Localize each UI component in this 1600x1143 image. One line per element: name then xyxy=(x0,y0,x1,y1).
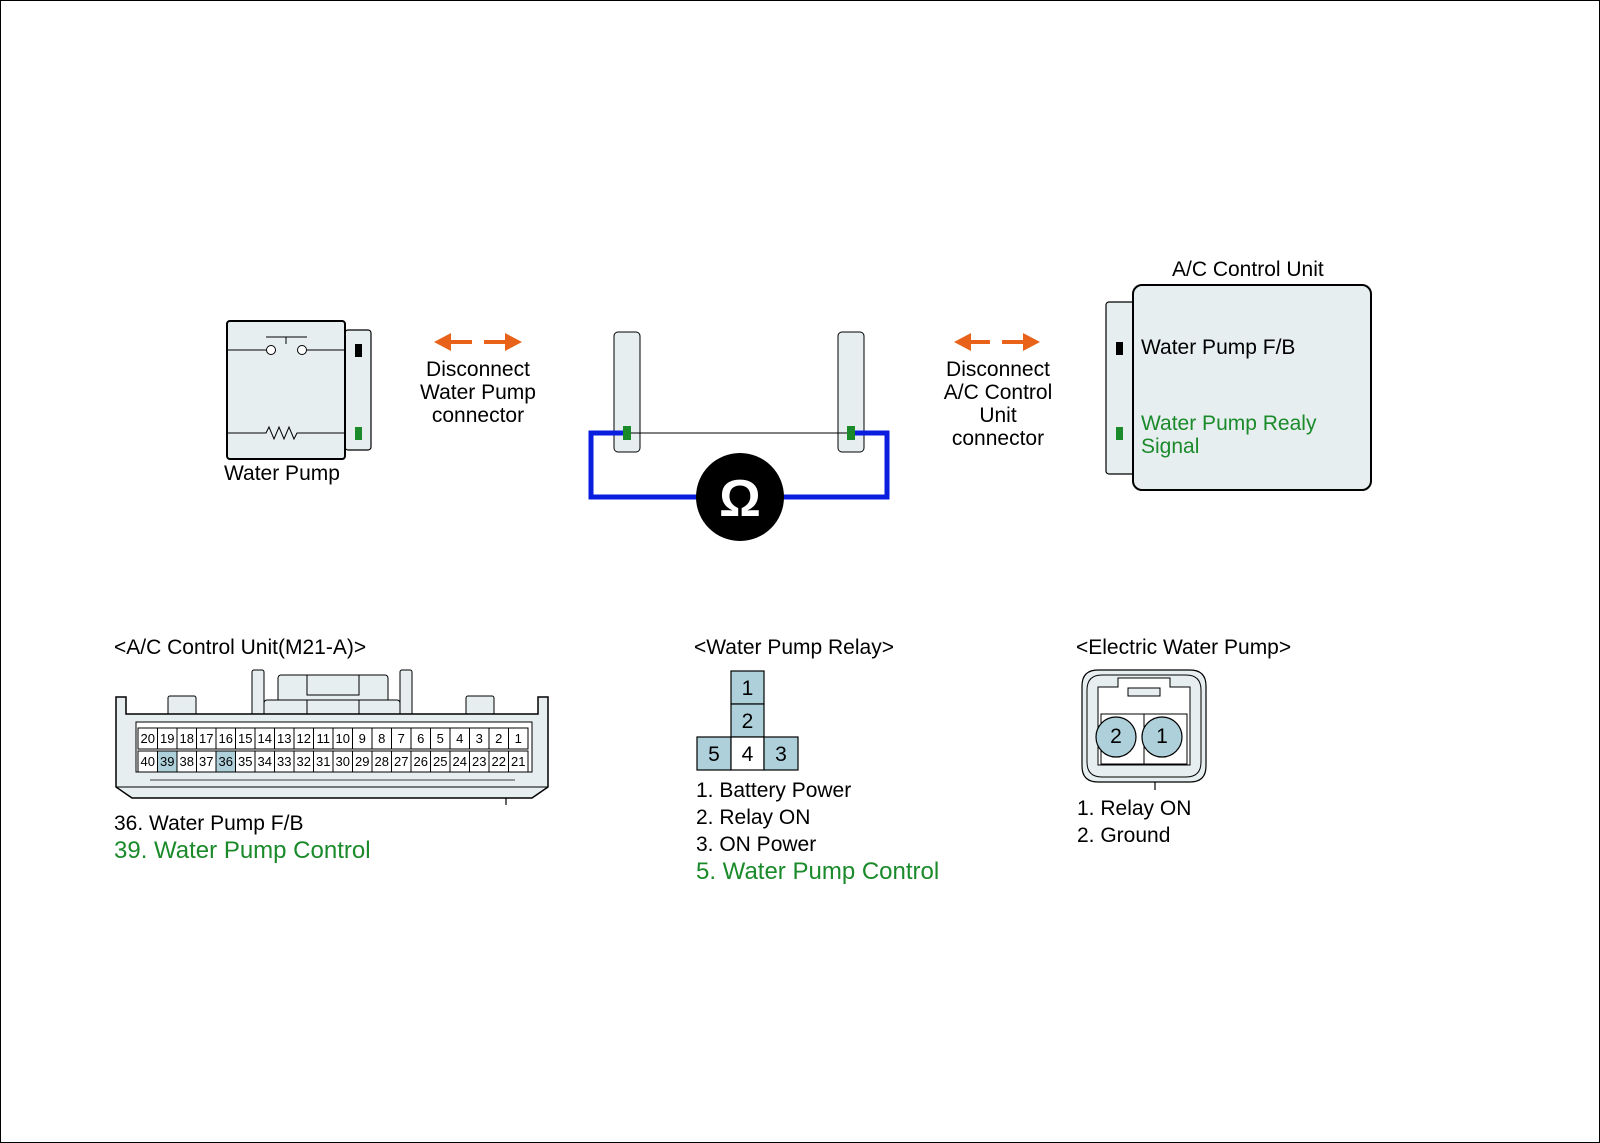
relay-pin-2 xyxy=(730,703,765,738)
disconnect-water-pump-label: Disconnect Water Pump connector xyxy=(420,358,536,427)
legend-item: 36. Water Pump F/B xyxy=(114,812,304,835)
relay-pin-layout xyxy=(696,670,799,771)
connector-pin-label: 7 xyxy=(397,731,405,746)
connector-pin-label: 36 xyxy=(218,754,233,769)
connector-pin-label: 29 xyxy=(355,754,370,769)
connector-pin-label: 9 xyxy=(358,731,366,746)
connector-pin-label: 6 xyxy=(417,731,425,746)
ewp-pin-2 xyxy=(1095,716,1137,758)
double-arrow-icon xyxy=(954,333,1040,351)
connector-pin-label: 1 xyxy=(514,731,522,746)
relay-pin-4-label: 4 xyxy=(741,743,754,766)
connector-pin-label: 30 xyxy=(335,754,350,769)
double-arrow-icon xyxy=(434,333,522,351)
connector-pin xyxy=(508,750,529,773)
ohm-symbol: Ω xyxy=(719,470,761,528)
relay-pin-2-label: 2 xyxy=(741,710,754,733)
ac-connector-pin-grid xyxy=(137,727,529,773)
connector-pin xyxy=(508,727,529,750)
connector-pin-label: 27 xyxy=(394,754,409,769)
relay-title: <Water Pump Relay> xyxy=(694,636,894,659)
ac-control-unit-component xyxy=(1105,284,1372,491)
disconnect-acu-label: Disconnect A/C Control Unit connector xyxy=(943,358,1053,450)
legend-item: 2. Relay ON xyxy=(696,806,811,829)
connector-pin-label: 23 xyxy=(472,754,487,769)
connector-pin-label: 21 xyxy=(511,754,526,769)
acu-pin-relay-signal: Water Pump Realy Signal xyxy=(1141,412,1317,458)
legend-item: 1. Battery Power xyxy=(696,779,852,802)
connector-pin-label: 14 xyxy=(257,731,272,746)
legend-item: 5. Water Pump Control xyxy=(696,858,940,885)
connector-pin-label: 20 xyxy=(140,731,155,746)
legend-item: 2. Ground xyxy=(1077,824,1171,847)
water-pump-label: Water Pump xyxy=(224,462,340,485)
ewp-legend: 1. Relay ON 2. Ground xyxy=(1077,795,1191,849)
relay-legend: 1. Battery Power 2. Relay ON 3. ON Power… xyxy=(696,777,939,885)
legend-item: 1. Relay ON xyxy=(1077,797,1192,820)
ewp-pin-2-label: 2 xyxy=(1110,725,1122,748)
ac-connector-legend: 36. Water Pump F/B 39. Water Pump Contro… xyxy=(114,810,371,864)
connector-pin-label: 39 xyxy=(160,754,175,769)
connector-pin-label: 24 xyxy=(452,754,467,769)
connector-pin-label: 32 xyxy=(296,754,311,769)
connector-pin-label: 3 xyxy=(475,731,483,746)
connector-pin-label: 16 xyxy=(218,731,233,746)
connector-pin-label: 19 xyxy=(160,731,175,746)
acu-pin-waterpump-fb: Water Pump F/B xyxy=(1141,336,1296,359)
relay-pin-1 xyxy=(730,670,765,705)
connector-pin-label: 12 xyxy=(296,731,311,746)
connector-pin-label: 5 xyxy=(436,731,444,746)
connector-pin-label: 10 xyxy=(335,731,350,746)
ewp-title: <Electric Water Pump> xyxy=(1076,636,1292,659)
connector-pin-label: 2 xyxy=(495,731,503,746)
connector-pin-label: 18 xyxy=(179,731,194,746)
relay-pin-1-label: 1 xyxy=(741,677,754,700)
relay-pin-3-label: 3 xyxy=(775,743,787,766)
connector-pin-label: 11 xyxy=(316,731,331,746)
connector-pin-label: 26 xyxy=(413,754,428,769)
connector-pin-label: 28 xyxy=(374,754,389,769)
connector-pin-label: 4 xyxy=(456,731,464,746)
water-pump-component xyxy=(226,320,372,460)
ewp-connector-housing xyxy=(1081,669,1207,790)
ewp-pin-1-label: 1 xyxy=(1156,725,1168,748)
relay-pin-5-label: 5 xyxy=(708,743,720,766)
connector-pin-label: 25 xyxy=(433,754,448,769)
connector-pin-label: 37 xyxy=(199,754,214,769)
connector-pin-label: 31 xyxy=(316,754,331,769)
connector-pin-label: 13 xyxy=(277,731,292,746)
connector-pin-label: 22 xyxy=(491,754,506,769)
connector-pin-label: 33 xyxy=(277,754,292,769)
legend-item: 3. ON Power xyxy=(696,833,817,856)
connector-pin-label: 38 xyxy=(179,754,194,769)
connector-pin-label: 34 xyxy=(257,754,272,769)
connector-pin-label: 15 xyxy=(238,731,253,746)
acu-title: A/C Control Unit xyxy=(1172,258,1324,281)
relay-pin-3 xyxy=(763,736,799,771)
connector-pin-label: 40 xyxy=(140,754,155,769)
connector-pin-label: 35 xyxy=(238,754,253,769)
legend-item: 39. Water Pump Control xyxy=(114,837,371,864)
connector-pin-label: 8 xyxy=(378,731,386,746)
ohmmeter-circuit xyxy=(588,331,890,541)
ewp-pin-1 xyxy=(1141,716,1183,758)
connector-pin-label: 17 xyxy=(199,731,214,746)
ac-connector-title: <A/C Control Unit(M21-A)> xyxy=(114,636,367,659)
omega-icon xyxy=(696,453,784,541)
